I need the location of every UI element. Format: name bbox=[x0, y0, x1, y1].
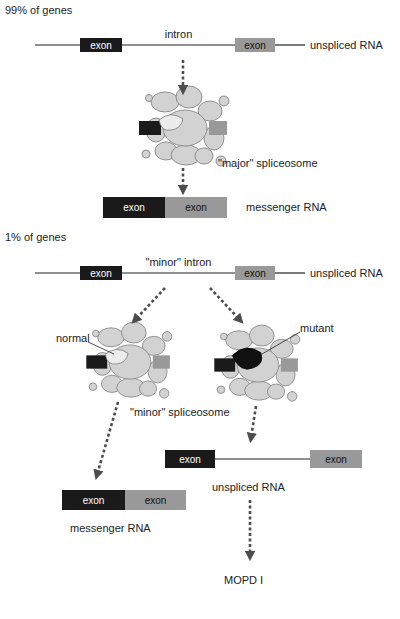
exon-box: exon bbox=[165, 450, 215, 468]
leader-line bbox=[88, 332, 300, 354]
intron-line bbox=[215, 458, 310, 459]
exon-label: exon bbox=[242, 268, 268, 279]
major-spliceosome bbox=[139, 86, 229, 166]
exon-box: exon bbox=[235, 266, 275, 280]
exon-label: exon bbox=[121, 202, 147, 213]
exon-box: exon bbox=[125, 490, 186, 510]
mutant-spliceosome bbox=[214, 325, 299, 401]
exon-box: exon bbox=[62, 490, 125, 510]
exon-label: exon bbox=[183, 202, 209, 213]
rna-label: messenger RNA bbox=[70, 522, 151, 535]
section-heading: 1% of genes bbox=[5, 231, 66, 244]
exon-box: exon bbox=[80, 38, 122, 52]
exon-box: exon bbox=[80, 266, 122, 280]
exon-label: exon bbox=[242, 40, 268, 51]
exon-label: exon bbox=[81, 495, 107, 506]
callout-label: mutant bbox=[300, 322, 334, 335]
rna-label: unspliced RNA bbox=[310, 39, 383, 52]
exon-box: exon bbox=[235, 38, 275, 52]
exon-box: exon bbox=[103, 197, 165, 218]
exon-label: exon bbox=[88, 268, 114, 279]
rna-label: messenger RNA bbox=[246, 201, 327, 214]
callout-label: normal bbox=[56, 332, 90, 345]
rna-label: unspliced RNA bbox=[310, 267, 383, 280]
normal-spliceosome bbox=[86, 322, 172, 398]
exon-box: exon bbox=[165, 197, 227, 218]
disease-label: MOPD I bbox=[224, 574, 263, 587]
exon-label: exon bbox=[143, 495, 169, 506]
spliceosome-label: "major" spliceosome bbox=[218, 157, 318, 170]
exon-label: exon bbox=[177, 454, 203, 465]
exon-label: exon bbox=[323, 454, 349, 465]
spliceosome-label: "minor" spliceosome bbox=[130, 406, 230, 419]
intron-line bbox=[122, 44, 235, 45]
section-heading: 99% of genes bbox=[5, 4, 72, 17]
exon-box: exon bbox=[310, 450, 362, 468]
exon-label: exon bbox=[88, 40, 114, 51]
intron-label: intron bbox=[165, 28, 193, 41]
rna-label: unspliced RNA bbox=[212, 481, 285, 494]
intron-label: "minor" intron bbox=[146, 256, 212, 269]
intron-line bbox=[122, 272, 235, 273]
